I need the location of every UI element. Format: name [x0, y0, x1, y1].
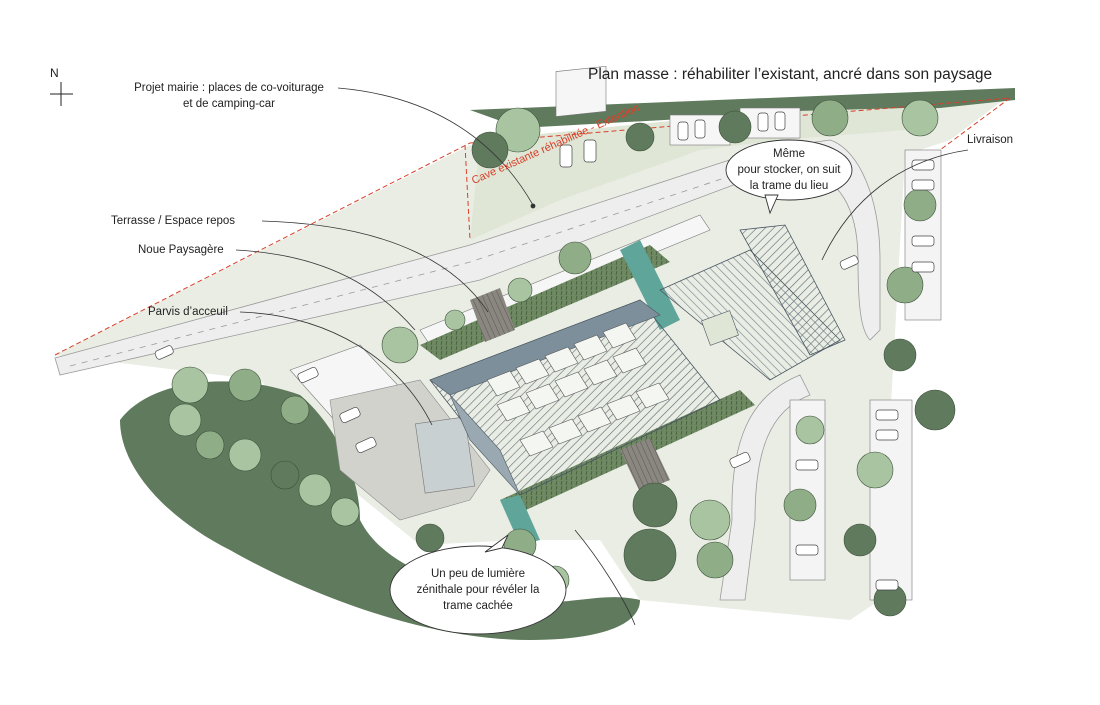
leader-lines: [235, 87, 969, 626]
label-projet-mairie-line2: et de camping-car: [182, 98, 276, 110]
main-road-dashes: [69, 162, 771, 367]
bubble-stockage-text: Même pour stocker, on suit la trame du l…: [729, 146, 849, 194]
label-livraison: Livraison: [967, 134, 1014, 146]
extension-buildings: [659, 224, 846, 381]
bubble-stockage: [725, 139, 853, 215]
plan-title: Plan masse : réhabiliter l’existant, anc…: [588, 66, 993, 83]
bubble-stockage-line3: la trame du lieu: [749, 180, 829, 192]
bubble-lumiere: [389, 534, 567, 635]
terrace-decks: [470, 288, 670, 492]
label-terrasse: Terrasse / Espace repos: [111, 215, 236, 227]
trees: [168, 99, 956, 617]
bubble-stockage-line2: pour stocker, on suit: [737, 164, 841, 176]
bubble-lumiere-line2: zénithale pour révéler la: [416, 584, 540, 596]
skylights: [486, 322, 670, 457]
parvis-pool: [415, 416, 475, 494]
parked-cars: [154, 111, 935, 591]
bubble-lumiere-line1: Un peu de lumière: [431, 568, 525, 580]
label-projet-mairie-line1: Projet mairie : places de co-voiturage: [134, 82, 324, 94]
north-label: N: [50, 66, 59, 80]
bubble-stockage-line1: Même: [773, 148, 805, 160]
bubble-lumiere-line3: trame cachée: [443, 600, 513, 612]
north-arrow: [50, 82, 73, 106]
bubble-lumiere-text: Un peu de lumière zénithale pour révéler…: [395, 566, 561, 614]
north-lawn: [470, 108, 905, 240]
label-projet-mairie: Projet mairie : places de co-voiturage e…: [120, 80, 338, 112]
label-parvis: Parvis d’acceuil: [148, 306, 228, 318]
main-building: [429, 299, 721, 496]
label-noue: Noue Paysagère: [138, 244, 224, 256]
